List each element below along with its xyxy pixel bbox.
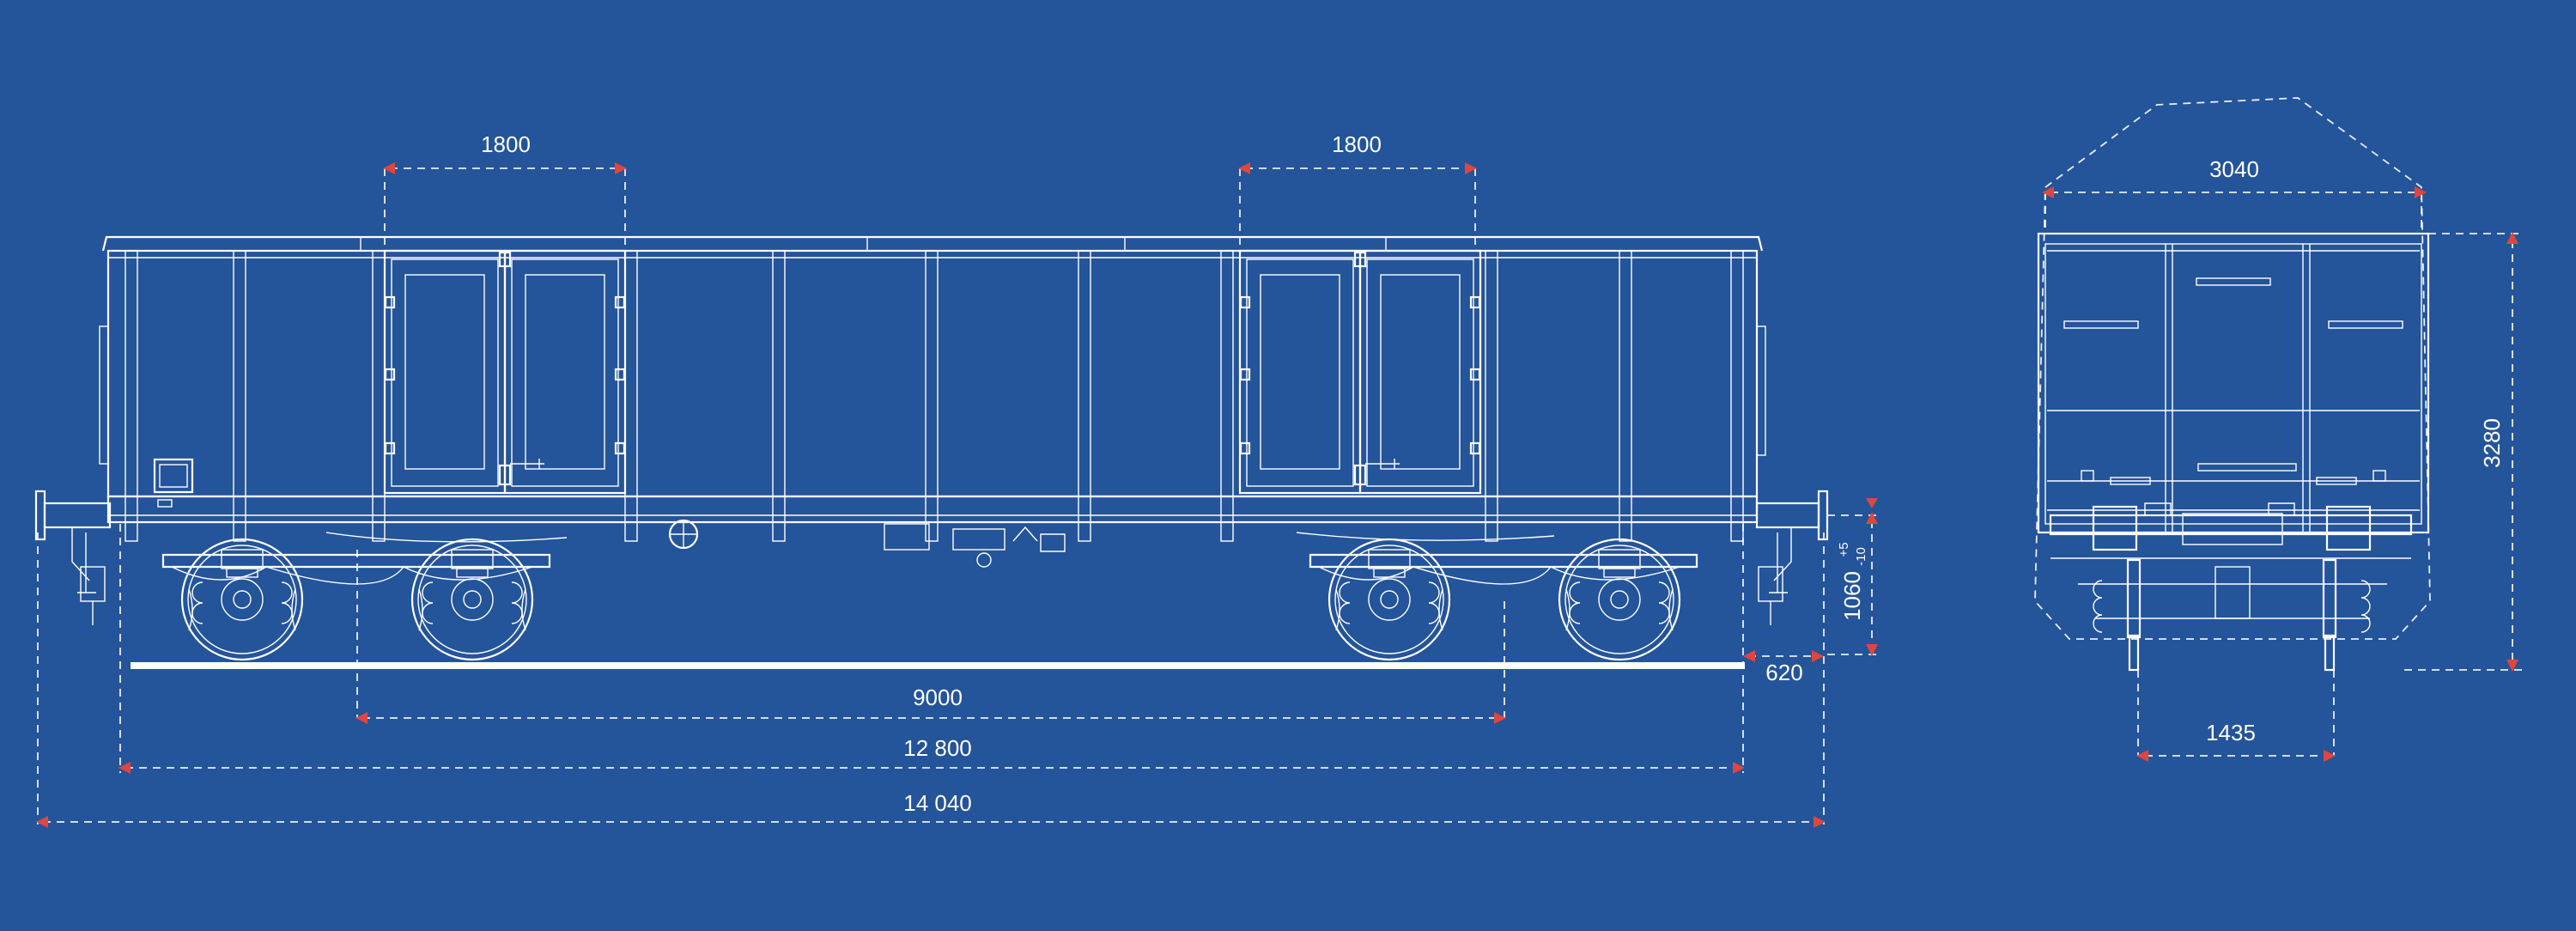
dim-track-gauge-label: 1435 [2206, 720, 2256, 745]
dim-buffer-offset: 620 [1743, 650, 1824, 685]
dim-door-left: 1800 [383, 131, 627, 251]
dim-buffer-height: 1060 +5 -10 [1827, 498, 1878, 656]
dim-bogie-centers-label: 9000 [913, 685, 963, 710]
dim-body-length: 12 800 [118, 735, 1745, 774]
dim-end-width-label: 3040 [2209, 156, 2259, 182]
dim-door-right-label: 1800 [1332, 131, 1382, 157]
loading-gauge-outline [2034, 97, 2431, 640]
dim-buffer-tol-plus: +5 [1837, 542, 1851, 557]
dim-bogie-centers: 9000 [355, 685, 1506, 724]
left-coupler [34, 490, 112, 625]
dim-buffer-height-label: 1060 [1839, 571, 1865, 621]
dim-overall-length-label: 14 040 [903, 790, 972, 816]
side-view: 1800 1800 9000 12 800 [34, 131, 1878, 828]
dim-buffer-offset-label: 620 [1765, 660, 1802, 685]
dim-body-length-label: 12 800 [903, 735, 972, 761]
end-view: 3040 3280 1435 [2034, 97, 2523, 762]
dim-end-width: 3040 [2042, 156, 2427, 234]
dim-track-gauge: 1435 [2136, 670, 2336, 762]
right-coupler [1755, 490, 1829, 625]
rail-line [131, 662, 1745, 669]
dim-overall-length: 14 040 [36, 790, 1826, 828]
dim-buffer-tol-minus: -10 [1854, 547, 1868, 566]
dim-door-left-label: 1800 [481, 131, 531, 157]
bogie-right [1309, 538, 1698, 661]
dim-end-height: 3280 [2404, 232, 2523, 672]
car-body [99, 235, 1766, 568]
dim-end-height-label: 3280 [2479, 418, 2505, 468]
dim-door-right: 1800 [1238, 131, 1477, 251]
bogie-left [161, 538, 551, 661]
